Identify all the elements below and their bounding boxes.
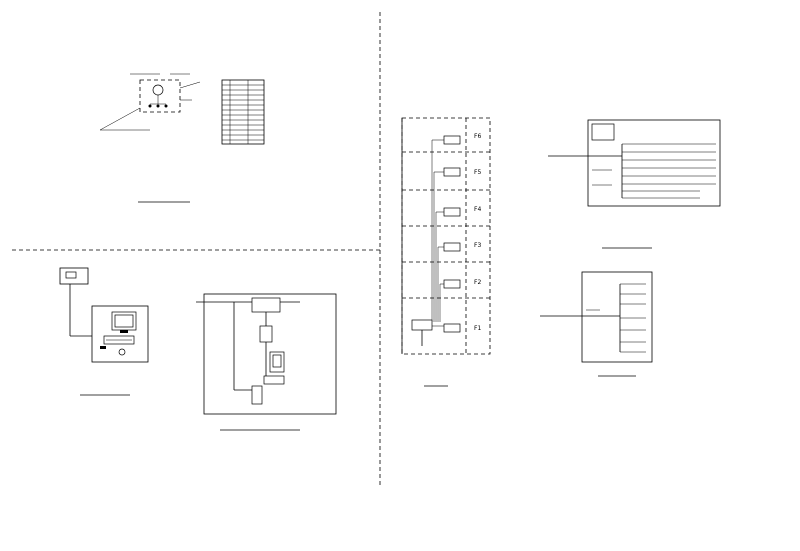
riser-device-f5 (443, 167, 461, 177)
floor-label-f6: F6 (474, 133, 481, 140)
ups-diagram (548, 119, 721, 207)
ups-source-box (591, 123, 615, 141)
junction-box (251, 297, 281, 313)
riser-device-f6 (443, 135, 461, 145)
riser-device-f2 (443, 279, 461, 289)
legend-table (221, 79, 265, 145)
isolator-box (259, 325, 273, 343)
lower-unit (251, 385, 263, 405)
terminal-wiring-diagram (196, 293, 337, 415)
socket-box (263, 375, 285, 385)
riser-device-f3 (443, 242, 461, 252)
riser-main-panel (411, 319, 433, 331)
meter-circle (152, 84, 164, 96)
floor-label-f5: F5 (474, 169, 481, 176)
terminal-detail (99, 73, 201, 131)
floor-label-f4: F4 (474, 206, 481, 213)
computer-diagram (59, 267, 149, 363)
floor-label-f3: F3 (474, 242, 481, 249)
riser-device-f4 (443, 207, 461, 217)
lower-right-diagram (540, 271, 653, 363)
riser-diagram: F6 F5 F4 F3 F2 F1 (401, 117, 491, 355)
mouse-icon (118, 348, 126, 356)
riser-device-f1 (443, 323, 461, 333)
floor-label-f1: F1 (474, 325, 481, 332)
floor-label-f2: F2 (474, 279, 481, 286)
